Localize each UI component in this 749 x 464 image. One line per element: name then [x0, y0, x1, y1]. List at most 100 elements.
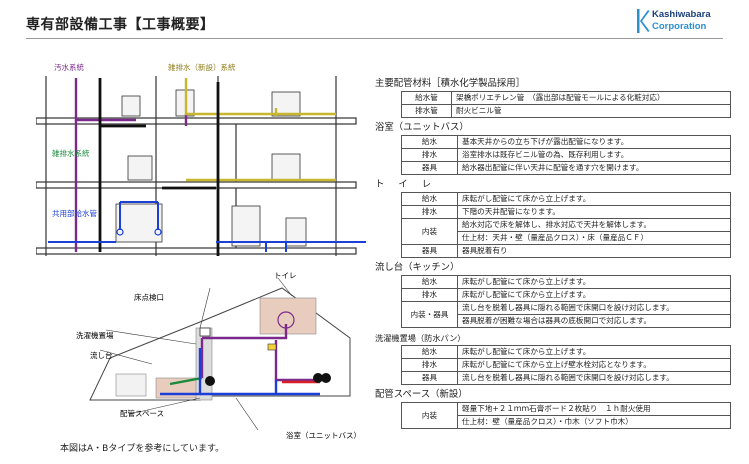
logo-line-1: Kashiwabara [652, 9, 711, 20]
plan-pipes [160, 324, 320, 396]
materials-table: 給水管架橋ポリエチレン管 （露出部は配管モールによる化粧対応） 排水管耐火ビニル… [401, 91, 731, 118]
row-value: 床転がし配管にて床から立上げます。 [457, 275, 731, 289]
row-value: 流し台を脱着し器具に隠れる範囲で床開口を設け対応します。 [457, 371, 731, 385]
gray-line [98, 78, 220, 256]
leader-lines [99, 277, 293, 431]
row-value: 給水対応で床を解体し、排水対応で天井を解体します。 [457, 218, 731, 232]
page-title: 専有部設備工事【工事概要】 [26, 17, 215, 33]
floor-slabs [36, 117, 357, 255]
row-value: 床転がし配管にて床から立上げ壁水栓対応となります。 [457, 358, 731, 372]
materials-heading: 主要配管材料［積水化学製品採用］ [375, 78, 526, 89]
row-value: 器具脱着有り [457, 244, 731, 258]
row-key: 排水 [401, 148, 458, 162]
spec-list: 主要配管材料［積水化学製品採用］ 給水管架橋ポリエチレン管 （露出部は配管モール… [375, 74, 731, 429]
plan-diagram: トイレ 床点検口 洗濯機置場 流し台 配管スペース 浴室（ユニットバス） [76, 271, 361, 440]
row-key: 給水 [401, 345, 458, 359]
row-key: 排水 [401, 205, 458, 219]
label-laundry: 洗濯機置場 [76, 330, 114, 340]
table-row: 排水床転がし配管にて床から立上げ壁水栓対応となります。 [401, 358, 731, 372]
row-key: 排水 [401, 358, 458, 372]
valve-2 [321, 373, 331, 383]
table-row: 排水床転がし配管にて床から立上げます。 [401, 288, 731, 302]
row-value: 耐火ビニル管 [451, 104, 731, 118]
sink-area [115, 373, 147, 397]
row-key: 排水 [401, 288, 458, 302]
kashiwabara-mark-icon [637, 9, 650, 33]
kitchen-heading: 流し台（キッチン） [375, 262, 460, 273]
table-row: 内装・器具流し台を脱着し器具に隠れる範囲で床開口を設け対応します。 [401, 301, 731, 328]
laundry-table: 給水床転がし配管にて床から立上げます。 排水床転がし配管にて床から立上げ壁水栓対… [401, 345, 731, 385]
row-value: 架橋ポリエチレン管 （露出部は配管モールによる化粧対応） [451, 91, 731, 105]
row-key: 給水管 [401, 91, 452, 105]
gray-new-line [184, 78, 336, 182]
table-row: 給水床転がし配管にて床から立上げます。 [401, 345, 731, 359]
laundry-heading: 洗濯機置場（防水パン） [375, 333, 466, 343]
bath-heading: 浴室（ユニットバス） [375, 122, 469, 133]
table-row: 器具給水器出配管に伴い天井に配管を通す穴を開けます。 [401, 161, 731, 175]
sewage-line [74, 78, 188, 252]
row-value: 浴室排水は既存ビニル管の為、既存利用します。 [457, 148, 731, 162]
row-key: 内装・器具 [401, 301, 458, 328]
toilet-heading: トイレ [375, 179, 446, 190]
hatch-marker [267, 343, 277, 351]
row-value: 床転がし配管にて床から立上げます。 [457, 192, 731, 206]
row-value: 給水器出配管に伴い天井に配管を通す穴を開けます。 [457, 161, 731, 175]
table-row: 排水浴室排水は既存ビニル管の為、既存利用します。 [401, 148, 731, 162]
row-value-2: 仕上材：壁（量産品クロス）・巾木（ソフト巾木） [457, 415, 731, 429]
table-row: 仕上材：壁（量産品クロス）・巾木（ソフト巾木） [402, 415, 731, 429]
logo-line-2: Corporation [652, 21, 707, 32]
supply-line [48, 201, 366, 252]
row-key: 排水管 [401, 104, 452, 118]
row-key: 給水 [401, 192, 458, 206]
table-row: 給水管架橋ポリエチレン管 （露出部は配管モールによる化粧対応） [401, 91, 731, 105]
row-key: 器具 [401, 161, 458, 175]
valve-1 [313, 373, 323, 383]
section-diagram: 汚水系統 雑排水（新設）系統 雑排水系統 共用部給水管 [36, 62, 366, 256]
table-row: 内装軽量下地+２１ｍｍ石膏ボード２枚貼り １ｈ耐火使用 [401, 402, 731, 429]
label-piping-space: 配管スペース [120, 408, 164, 418]
figure-caption: 本図はA・Bタイプを参考にしています。 [60, 444, 225, 454]
row-key: 内装 [401, 218, 458, 245]
row-value: 軽量下地+２１ｍｍ石膏ボード２枚貼り １ｈ耐火使用 [457, 402, 731, 416]
row-key: 給水 [401, 135, 458, 149]
pipespace-table: 内装軽量下地+２１ｍｍ石膏ボード２枚貼り １ｈ耐火使用 仕上材：壁（量産品クロス… [401, 402, 731, 429]
label-gray: 雑排水系統 [52, 148, 90, 158]
fixtures [115, 89, 307, 247]
table-row: 給水床転がし配管にて床から立上げます。 [401, 275, 731, 289]
toilet-room [259, 297, 317, 335]
label-toilet: トイレ [274, 271, 297, 280]
table-row: 給水基本天井からの立ち下げが露出配管になります。 [401, 135, 731, 149]
pipespace-heading: 配管スペース（新設） [375, 389, 468, 400]
row-key: 器具 [401, 371, 458, 385]
row-key: 内装 [401, 402, 458, 429]
bath-table: 給水基本天井からの立ち下げが露出配管になります。 排水浴室排水は既存ビニル管の為… [401, 135, 731, 175]
table-row: 器具流し台を脱着し器具に隠れる範囲で床開口を設け対応します。 [401, 371, 731, 385]
row-value-2: 器具脱着が困難な場合は器具の底板開口で対応します。 [457, 314, 731, 328]
row-key: 器具 [401, 244, 458, 258]
title-divider [26, 38, 723, 39]
row-value: 床転がし配管にて床から立上げます。 [457, 288, 731, 302]
label-floor-hatch: 床点検口 [134, 292, 164, 302]
row-value: 流し台を脱着し器具に隠れる範囲で床開口を設け対応します。 [457, 301, 731, 315]
table-row: 排水下階の天井配管になります。 [401, 205, 731, 219]
company-logo: Kashiwabara Corporation [636, 8, 736, 38]
valve-3 [205, 376, 215, 386]
row-value: 下階の天井配管になります。 [457, 205, 731, 219]
row-value-2: 仕上材：天井・壁（量産品クロス）・床（量産品ＣＦ） [457, 231, 731, 245]
kitchen-table: 給水床転がし配管にて床から立上げます。 排水床転がし配管にて床から立上げます。 … [401, 275, 731, 328]
logo-text: Kashiwabara Corporation [652, 9, 711, 33]
label-bath: 浴室（ユニットバス） [286, 430, 361, 440]
table-row: 給水床転がし配管にて床から立上げます。 [401, 192, 731, 206]
label-sink: 流し台 [90, 350, 113, 360]
label-sewage: 汚水系統 [54, 62, 84, 72]
label-gray-new: 雑排水（新設）系統 [168, 62, 236, 72]
floor-hatch [199, 327, 211, 337]
row-key: 給水 [401, 275, 458, 289]
table-row: 器具器具脱着有り [401, 244, 731, 258]
row-value: 床転がし配管にて床から立上げます。 [457, 345, 731, 359]
label-supply: 共用部給水管 [52, 208, 97, 218]
row-value: 基本天井からの立ち下げが露出配管になります。 [457, 135, 731, 149]
table-row: 器具脱着が困難な場合は器具の底板開口で対応します。 [402, 314, 731, 328]
table-row: 排水管耐火ビニル管 [401, 104, 731, 118]
toilet-table: 給水床転がし配管にて床から立上げます。 排水下階の天井配管になります。 内装給水… [401, 192, 731, 258]
